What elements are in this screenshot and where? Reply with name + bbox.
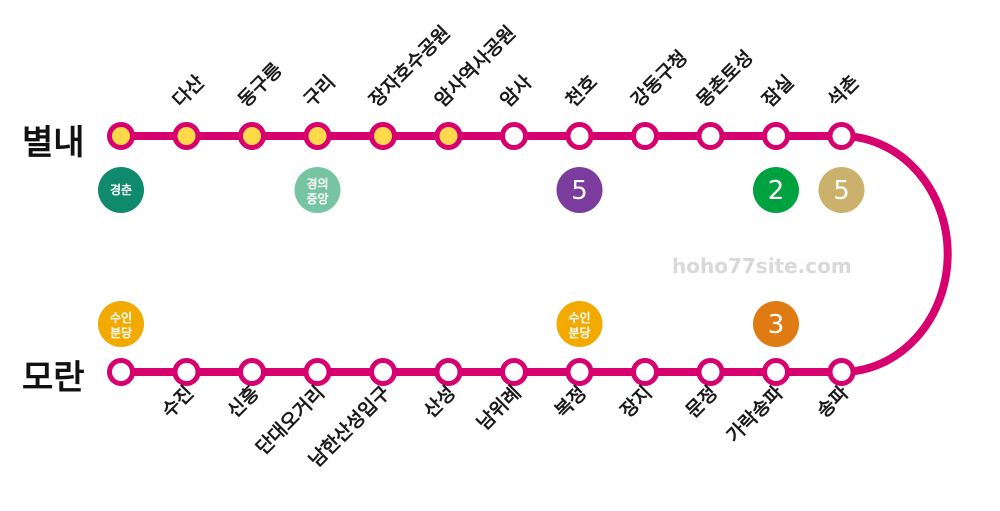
transfer-badge-text: 수인 bbox=[110, 310, 132, 325]
station-label: 구리 bbox=[299, 71, 339, 111]
transfer-badge: 경춘 bbox=[98, 167, 144, 213]
line-path bbox=[117, 132, 952, 376]
transfer-badge-circle bbox=[753, 167, 799, 213]
transfer-badge-text: 분당 bbox=[110, 325, 132, 340]
station-marker[interactable] bbox=[827, 358, 856, 386]
transfer-badge-text: 3 bbox=[768, 310, 785, 340]
station-label: 천호 bbox=[561, 71, 601, 111]
transfer-badge: 5 bbox=[818, 167, 865, 213]
station-label: 신흥 bbox=[223, 381, 264, 422]
station-label: 복정 bbox=[551, 382, 591, 422]
station-marker[interactable] bbox=[696, 358, 725, 386]
station-marker[interactable] bbox=[696, 122, 725, 150]
station-label: 석촌 bbox=[823, 71, 863, 111]
transfer-badge-circle bbox=[98, 301, 144, 347]
transfer-badge-text: 수인 bbox=[568, 310, 590, 325]
station-marker[interactable] bbox=[631, 358, 659, 386]
station-marker[interactable] bbox=[107, 358, 135, 386]
station-label: 송파 bbox=[813, 382, 854, 423]
station-label: 다산 bbox=[168, 71, 209, 112]
station-marker[interactable] bbox=[827, 122, 856, 150]
station-marker[interactable] bbox=[172, 122, 201, 150]
transfer-badge-circle bbox=[556, 167, 603, 213]
transfer-badge-text: 중앙 bbox=[306, 192, 328, 206]
station-label: 잠실 bbox=[758, 71, 798, 111]
terminal-label-bottom: 모란 bbox=[22, 358, 85, 398]
transfer-badge-text: 5 bbox=[833, 176, 850, 206]
station-marker[interactable] bbox=[238, 358, 266, 386]
transfer-badge-text: 분당 bbox=[568, 325, 590, 340]
station-marker[interactable] bbox=[238, 122, 266, 150]
station-marker[interactable] bbox=[369, 358, 397, 386]
station-marker[interactable] bbox=[303, 122, 332, 150]
station-marker[interactable] bbox=[172, 358, 201, 386]
transfer-badge-circle bbox=[753, 301, 799, 347]
transfer-badge-text: 경의 bbox=[306, 176, 328, 191]
station-marker[interactable] bbox=[434, 358, 463, 386]
station-label: 장지 bbox=[616, 382, 656, 422]
station-label: 암사 bbox=[496, 71, 537, 112]
terminal-label-top: 별내 bbox=[22, 123, 85, 163]
station-label: 가락송파 bbox=[723, 382, 788, 447]
transfer-badge: 2 bbox=[753, 167, 799, 213]
watermark: hoho77site.com bbox=[672, 254, 852, 278]
line-track bbox=[117, 132, 952, 376]
station-marker[interactable] bbox=[631, 122, 659, 150]
station-label: 남위례 bbox=[473, 382, 526, 435]
transfer-badge: 3 bbox=[753, 301, 799, 347]
station-marker[interactable] bbox=[369, 122, 397, 150]
station-marker[interactable] bbox=[434, 122, 463, 150]
transfer-badge: 5 bbox=[556, 167, 603, 213]
stations bbox=[107, 122, 856, 386]
station-marker[interactable] bbox=[565, 358, 594, 386]
station-label: 수진 bbox=[158, 382, 198, 422]
station-marker[interactable] bbox=[303, 358, 332, 386]
station-marker[interactable] bbox=[565, 122, 594, 150]
transfer-badge-circle bbox=[294, 167, 341, 213]
station-marker[interactable] bbox=[762, 358, 790, 386]
station-marker[interactable] bbox=[500, 358, 528, 386]
station-label: 산성 bbox=[420, 382, 460, 422]
transfer-badge-circle bbox=[98, 167, 144, 213]
transfer-badge-text: 2 bbox=[768, 176, 785, 206]
station-label: 문정 bbox=[682, 382, 722, 422]
station-marker[interactable] bbox=[500, 122, 528, 150]
transfer-badge-text: 5 bbox=[571, 176, 588, 206]
station-label: 강동구청 bbox=[627, 47, 692, 112]
station-marker[interactable] bbox=[107, 122, 135, 150]
transfer-badge-circle bbox=[556, 301, 603, 347]
station-label: 동구릉 bbox=[234, 59, 287, 112]
station-label: 몽촌토성 bbox=[692, 47, 757, 112]
transfer-badge-text: 경춘 bbox=[110, 182, 132, 197]
station-marker[interactable] bbox=[762, 122, 790, 150]
transfer-badge-circle bbox=[818, 167, 865, 213]
